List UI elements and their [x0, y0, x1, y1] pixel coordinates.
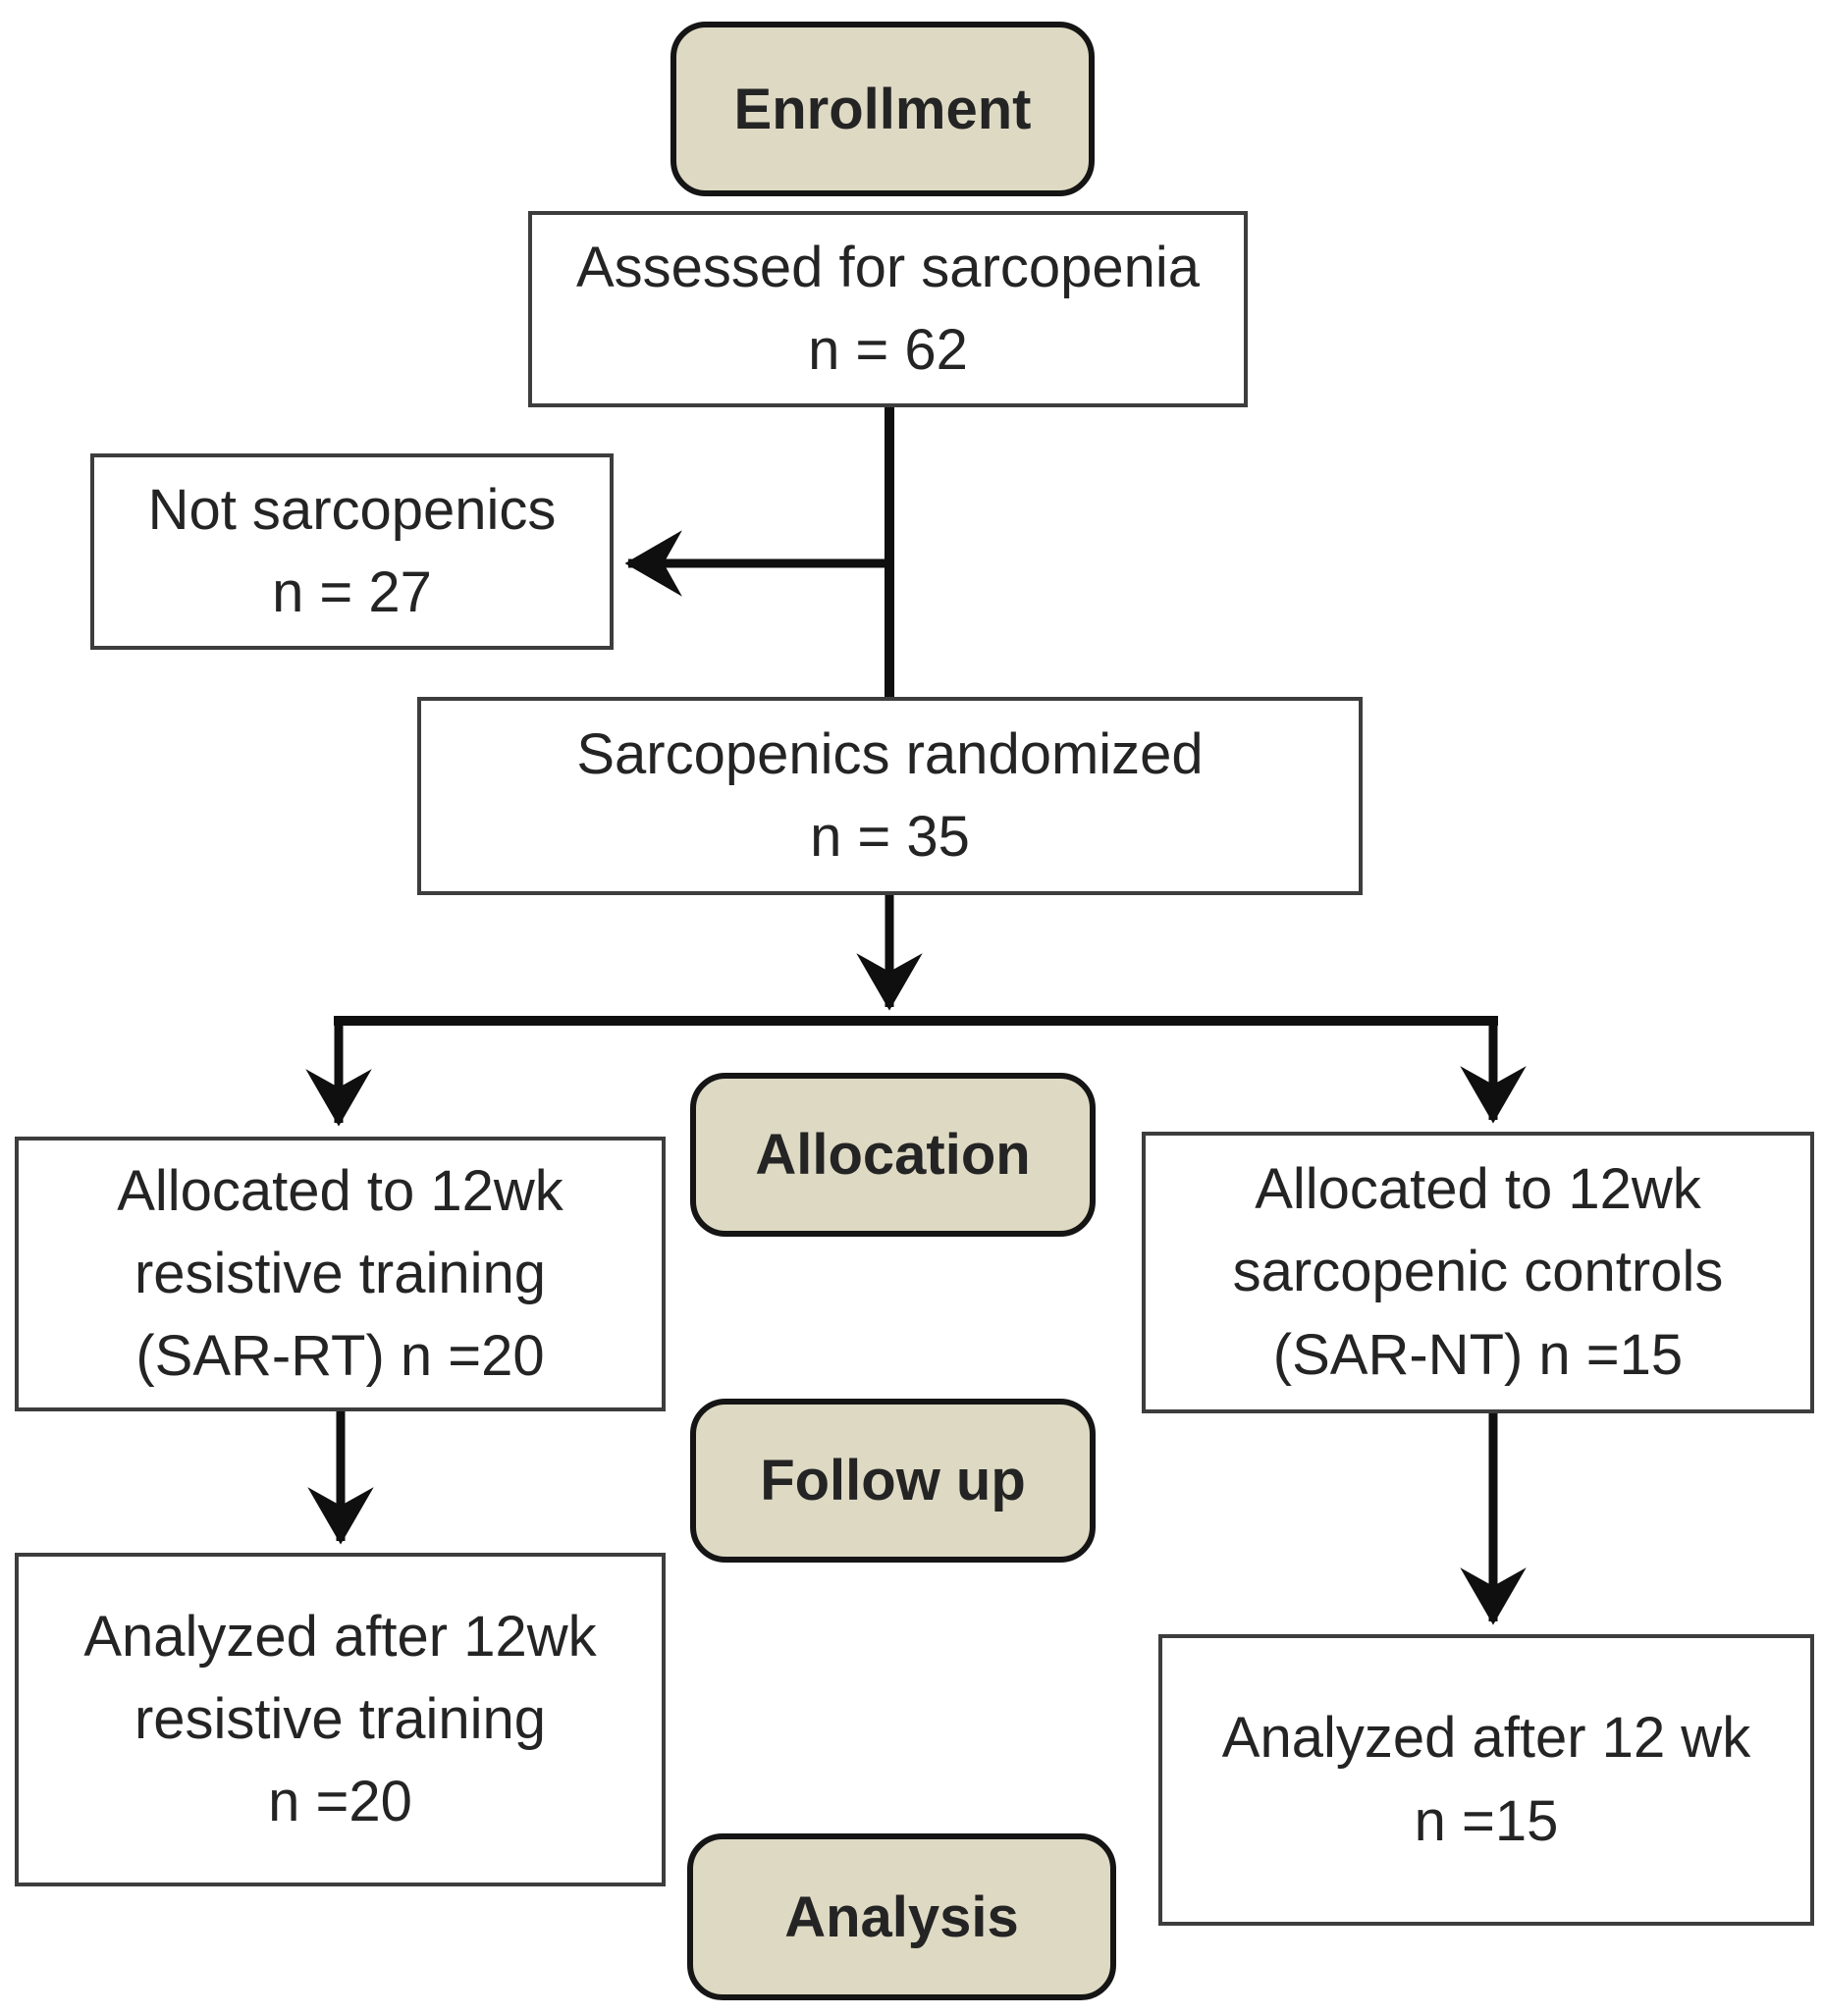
node-not-sarcopenic-line1: Not sarcopenics	[147, 477, 557, 542]
node-allocated-rt-line2: resistive training	[134, 1241, 547, 1305]
node-allocated-rt-count: (SAR-RT) n =20	[135, 1324, 545, 1389]
node-assessed: Assessed for sarcopenia n = 62	[528, 211, 1248, 407]
node-analyzed-nt: Analyzed after 12 wk n =15	[1158, 1634, 1814, 1926]
stage-allocation-label: Allocation	[755, 1123, 1031, 1187]
node-analyzed-nt-count: n =15	[1414, 1788, 1559, 1853]
stage-enrollment: Enrollment	[670, 22, 1095, 196]
node-allocated-rt: Allocated to 12wk resistive training (SA…	[15, 1137, 666, 1411]
node-randomized: Sarcopenics randomized n = 35	[417, 697, 1363, 895]
node-analyzed-rt-count: n =20	[268, 1770, 412, 1834]
node-allocated-nt: Allocated to 12wk sarcopenic controls (S…	[1142, 1132, 1814, 1413]
node-analyzed-nt-line1: Analyzed after 12 wk	[1221, 1706, 1751, 1771]
node-assessed-count: n = 62	[808, 318, 968, 382]
stage-followup: Follow up	[690, 1399, 1096, 1563]
node-allocated-rt-line1: Allocated to 12wk	[117, 1158, 563, 1223]
stage-analysis-label: Analysis	[784, 1884, 1019, 1949]
node-randomized-count: n = 35	[810, 805, 970, 869]
node-analyzed-rt-line1: Analyzed after 12wk	[83, 1604, 597, 1669]
node-randomized-line1: Sarcopenics randomized	[576, 721, 1204, 786]
node-not-sarcopenic-count: n = 27	[272, 560, 432, 624]
node-allocated-nt-line1: Allocated to 12wk	[1255, 1157, 1701, 1222]
node-allocated-nt-count: (SAR-NT) n =15	[1272, 1322, 1684, 1387]
node-allocated-nt-line2: sarcopenic controls	[1232, 1240, 1724, 1304]
stage-analysis: Analysis	[687, 1833, 1116, 2000]
stage-allocation: Allocation	[690, 1073, 1096, 1237]
node-analyzed-rt-line2: resistive training	[134, 1686, 547, 1751]
node-analyzed-rt: Analyzed after 12wk resistive training n…	[15, 1553, 666, 1886]
stage-followup-label: Follow up	[760, 1449, 1026, 1512]
node-assessed-line1: Assessed for sarcopenia	[575, 235, 1201, 299]
node-not-sarcopenic: Not sarcopenics n = 27	[90, 453, 614, 650]
stage-enrollment-label: Enrollment	[733, 77, 1032, 141]
